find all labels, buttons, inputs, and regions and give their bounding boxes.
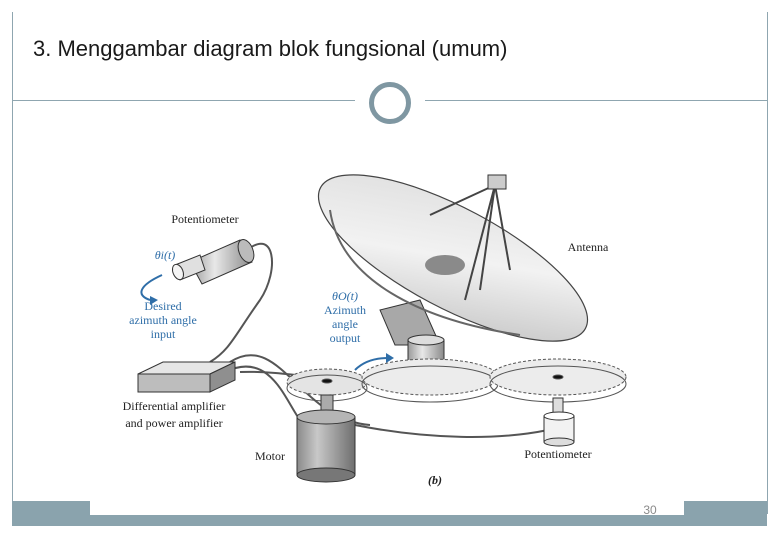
label-azimuth-2: angle [332,317,358,331]
label-theta-i: θi(t) [154,248,176,262]
footer-inset [90,501,684,515]
content-frame [12,100,768,514]
label-azimuth-1: Azimuth [324,303,366,317]
label-potentiometer-output: Potentiometer [524,447,592,461]
page-number: 30 [643,503,657,517]
label-theta-o: θO(t) [332,289,358,303]
label-desired-2: azimuth angle [129,313,197,327]
input-rotation-arrow [140,274,163,301]
motor [296,394,356,483]
gears [286,358,627,403]
figure-caption: (b) [428,473,442,487]
output-rotation-arrow [354,357,389,371]
input-arrowhead [150,296,158,305]
input-potentiometer [171,239,255,285]
label-azimuth-3: output [329,331,361,345]
antenna-dish [317,174,589,346]
slide-title: 3. Menggambar diagram blok fungsional (u… [33,36,508,61]
label-antenna: Antenna [567,240,609,254]
amplifier-box [137,361,236,393]
label-motor: Motor [255,449,285,463]
decorative-ring [369,82,411,124]
label-desired-1: Desired [144,299,182,313]
label-diff-amp-1: Differential amplifier [122,399,226,413]
label-diff-amp-2: and power amplifier [125,416,223,430]
label-potentiometer-input: Potentiometer [171,212,239,226]
output-arrowhead [386,353,394,363]
output-potentiometer [543,397,575,447]
label-desired-3: input [150,327,176,341]
